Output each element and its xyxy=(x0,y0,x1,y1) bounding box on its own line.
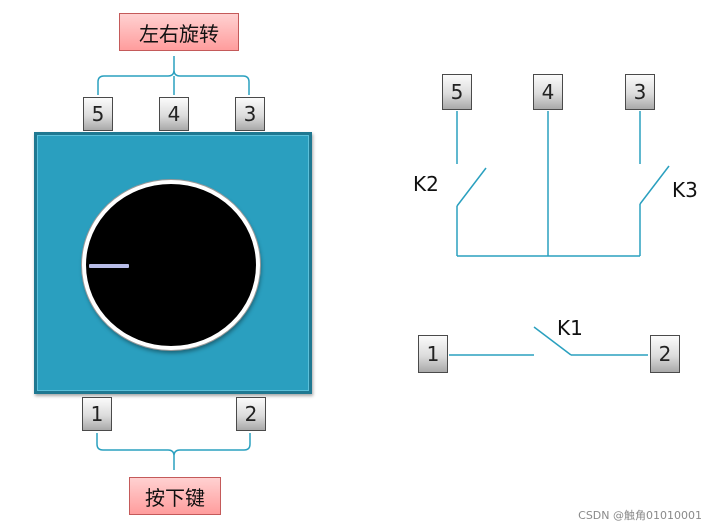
schematic-pin-3: 3 xyxy=(625,74,655,110)
encoder-pin-3: 3 xyxy=(235,97,265,131)
k1-label: K1 xyxy=(557,316,583,340)
encoder-pin-2: 2 xyxy=(236,397,266,431)
switch-k1-blade xyxy=(533,326,572,356)
schematic-pin-1: 1 xyxy=(418,335,448,373)
watermark: CSDN @触角01010001 xyxy=(578,509,702,522)
k3-label: K3 xyxy=(672,178,698,202)
schematic-pin-2: 2 xyxy=(650,335,680,373)
bottom-brace xyxy=(96,433,251,470)
top-brace xyxy=(97,56,250,95)
encoder-pin-5: 5 xyxy=(83,97,113,131)
knob-indicator xyxy=(89,264,129,268)
rotate-label: 左右旋转 xyxy=(119,13,239,51)
schematic-pin-4: 4 xyxy=(533,74,563,110)
schematic-pin-5: 5 xyxy=(442,74,472,110)
press-label: 按下键 xyxy=(129,477,221,515)
k2-label: K2 xyxy=(413,172,439,196)
switch-k3-blade xyxy=(639,165,670,205)
switch-k2-blade xyxy=(456,167,487,207)
encoder-pin-4: 4 xyxy=(159,97,189,131)
encoder-pin-1: 1 xyxy=(82,397,112,431)
